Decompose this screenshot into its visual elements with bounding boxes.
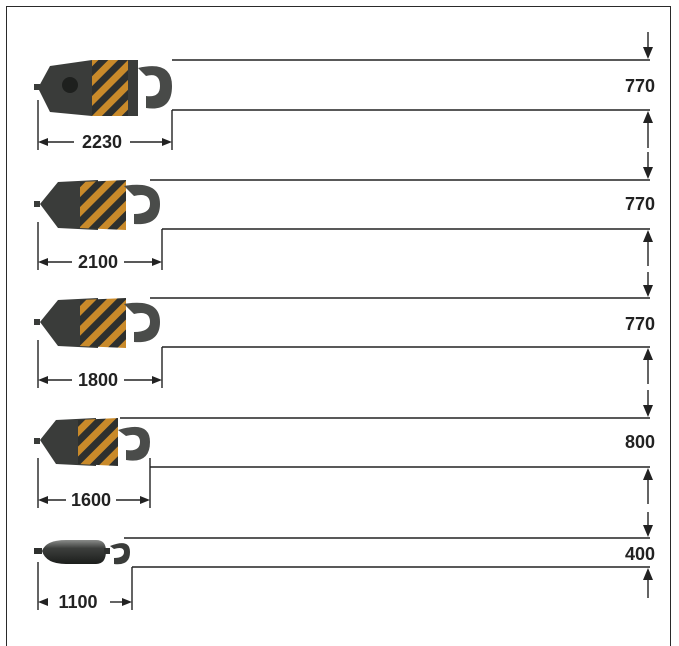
diagram-frame [6,6,671,646]
width-label-5: 1100 [58,592,97,612]
height-label-4: 800 [625,432,655,452]
height-label-5: 400 [625,544,655,564]
hook-block-2: 2100 770 [34,152,655,272]
width-label-4: 1600 [71,490,111,510]
width-label-1: 2230 [82,132,122,152]
hook-block-4-icon [34,418,150,466]
hook-block-1: 2230 770 [34,32,655,152]
hook-block-2-icon [34,180,160,230]
width-label-2: 2100 [78,252,118,272]
height-label-2: 770 [625,194,655,214]
hook-block-4: 1600 800 [34,390,655,510]
height-label-1: 770 [625,76,655,96]
width-label-3: 1800 [78,370,118,390]
height-label-3: 770 [625,314,655,334]
hook-block-5: 1100 400 [34,512,655,612]
hook-block-1-icon [34,60,172,116]
hook-block-3: 1800 770 [34,272,655,390]
hook-block-5-icon [34,540,130,565]
hook-block-3-icon [34,298,160,348]
hook-block-dimensions-diagram: 2230 770 2100 770 [34,32,655,612]
